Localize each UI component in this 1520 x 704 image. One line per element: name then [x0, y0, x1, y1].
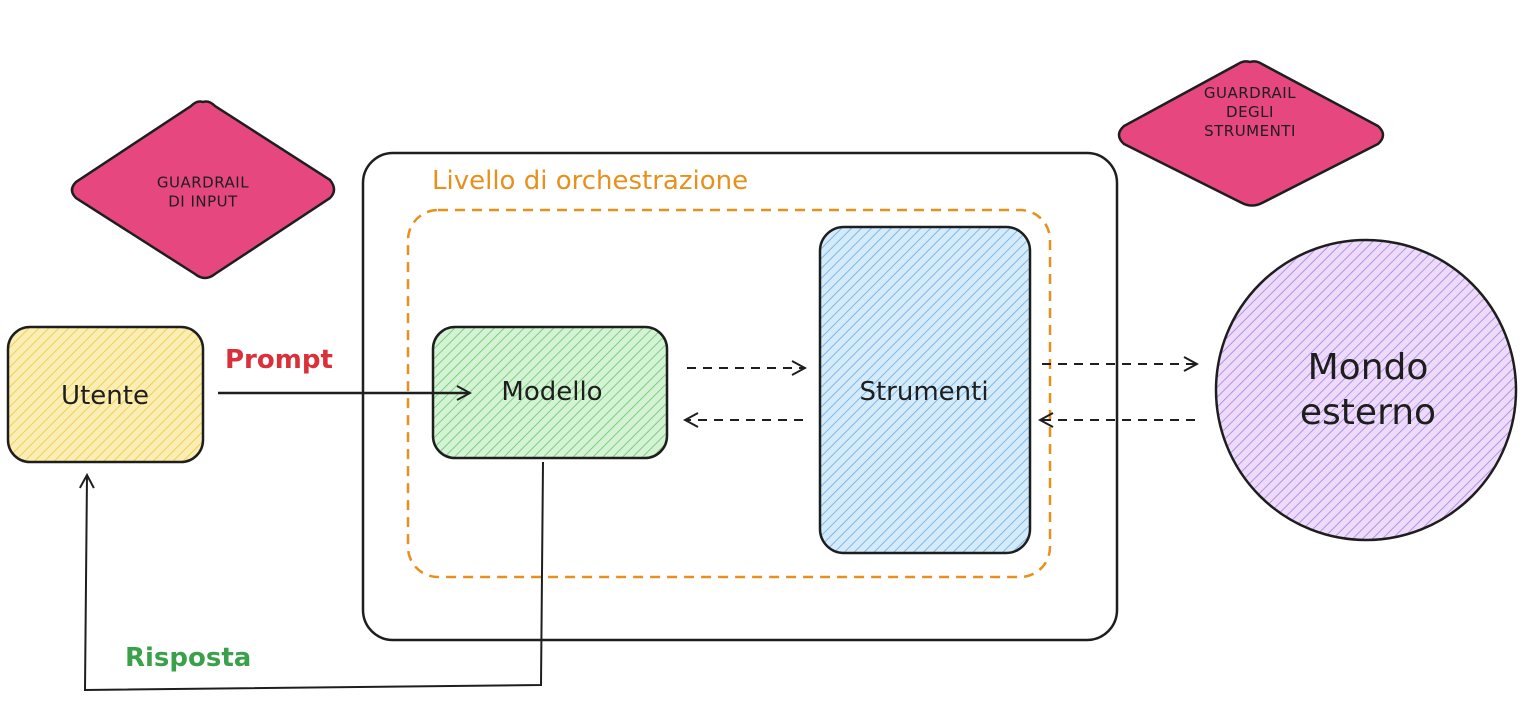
input-guardrail-diamond: [70, 100, 336, 280]
tools-guardrail-label: GUARDRAIL DEGLI STRUMENTI: [1204, 84, 1296, 140]
tools-guardrail-line: GUARDRAIL: [1203, 83, 1297, 102]
user-node-shape: [6, 325, 205, 464]
response-label: Risposta: [125, 643, 252, 673]
world-node-label: Mondo esterno: [1300, 345, 1436, 435]
prompt-label: Prompt: [225, 345, 333, 375]
tools-node-shape: [818, 225, 1032, 555]
input-guardrail-line: DI INPUT: [168, 192, 238, 210]
world-node-shape: [1214, 238, 1518, 542]
tools-node-label: Strumenti: [859, 376, 989, 407]
outer-system-box: [361, 151, 1119, 642]
tools-guardrail-line: DEGLI: [1226, 102, 1274, 121]
input-guardrail-line: GUARDRAIL: [156, 173, 250, 192]
orchestration-title: Livello di orchestrazione: [432, 166, 749, 196]
response-arrow: [85, 461, 544, 692]
tools-guardrail-line: STRUMENTI: [1204, 121, 1296, 140]
world-node-line: Mondo: [1307, 347, 1429, 388]
tools-guardrail-diamond: [1117, 60, 1385, 207]
world-node-line: esterno: [1299, 392, 1437, 433]
model-node-label: Modello: [501, 376, 603, 407]
input-guardrail-label: GUARDRAIL DI INPUT: [157, 173, 249, 211]
orchestration-layer-box: [406, 208, 1052, 579]
user-node-label: Utente: [61, 380, 149, 411]
